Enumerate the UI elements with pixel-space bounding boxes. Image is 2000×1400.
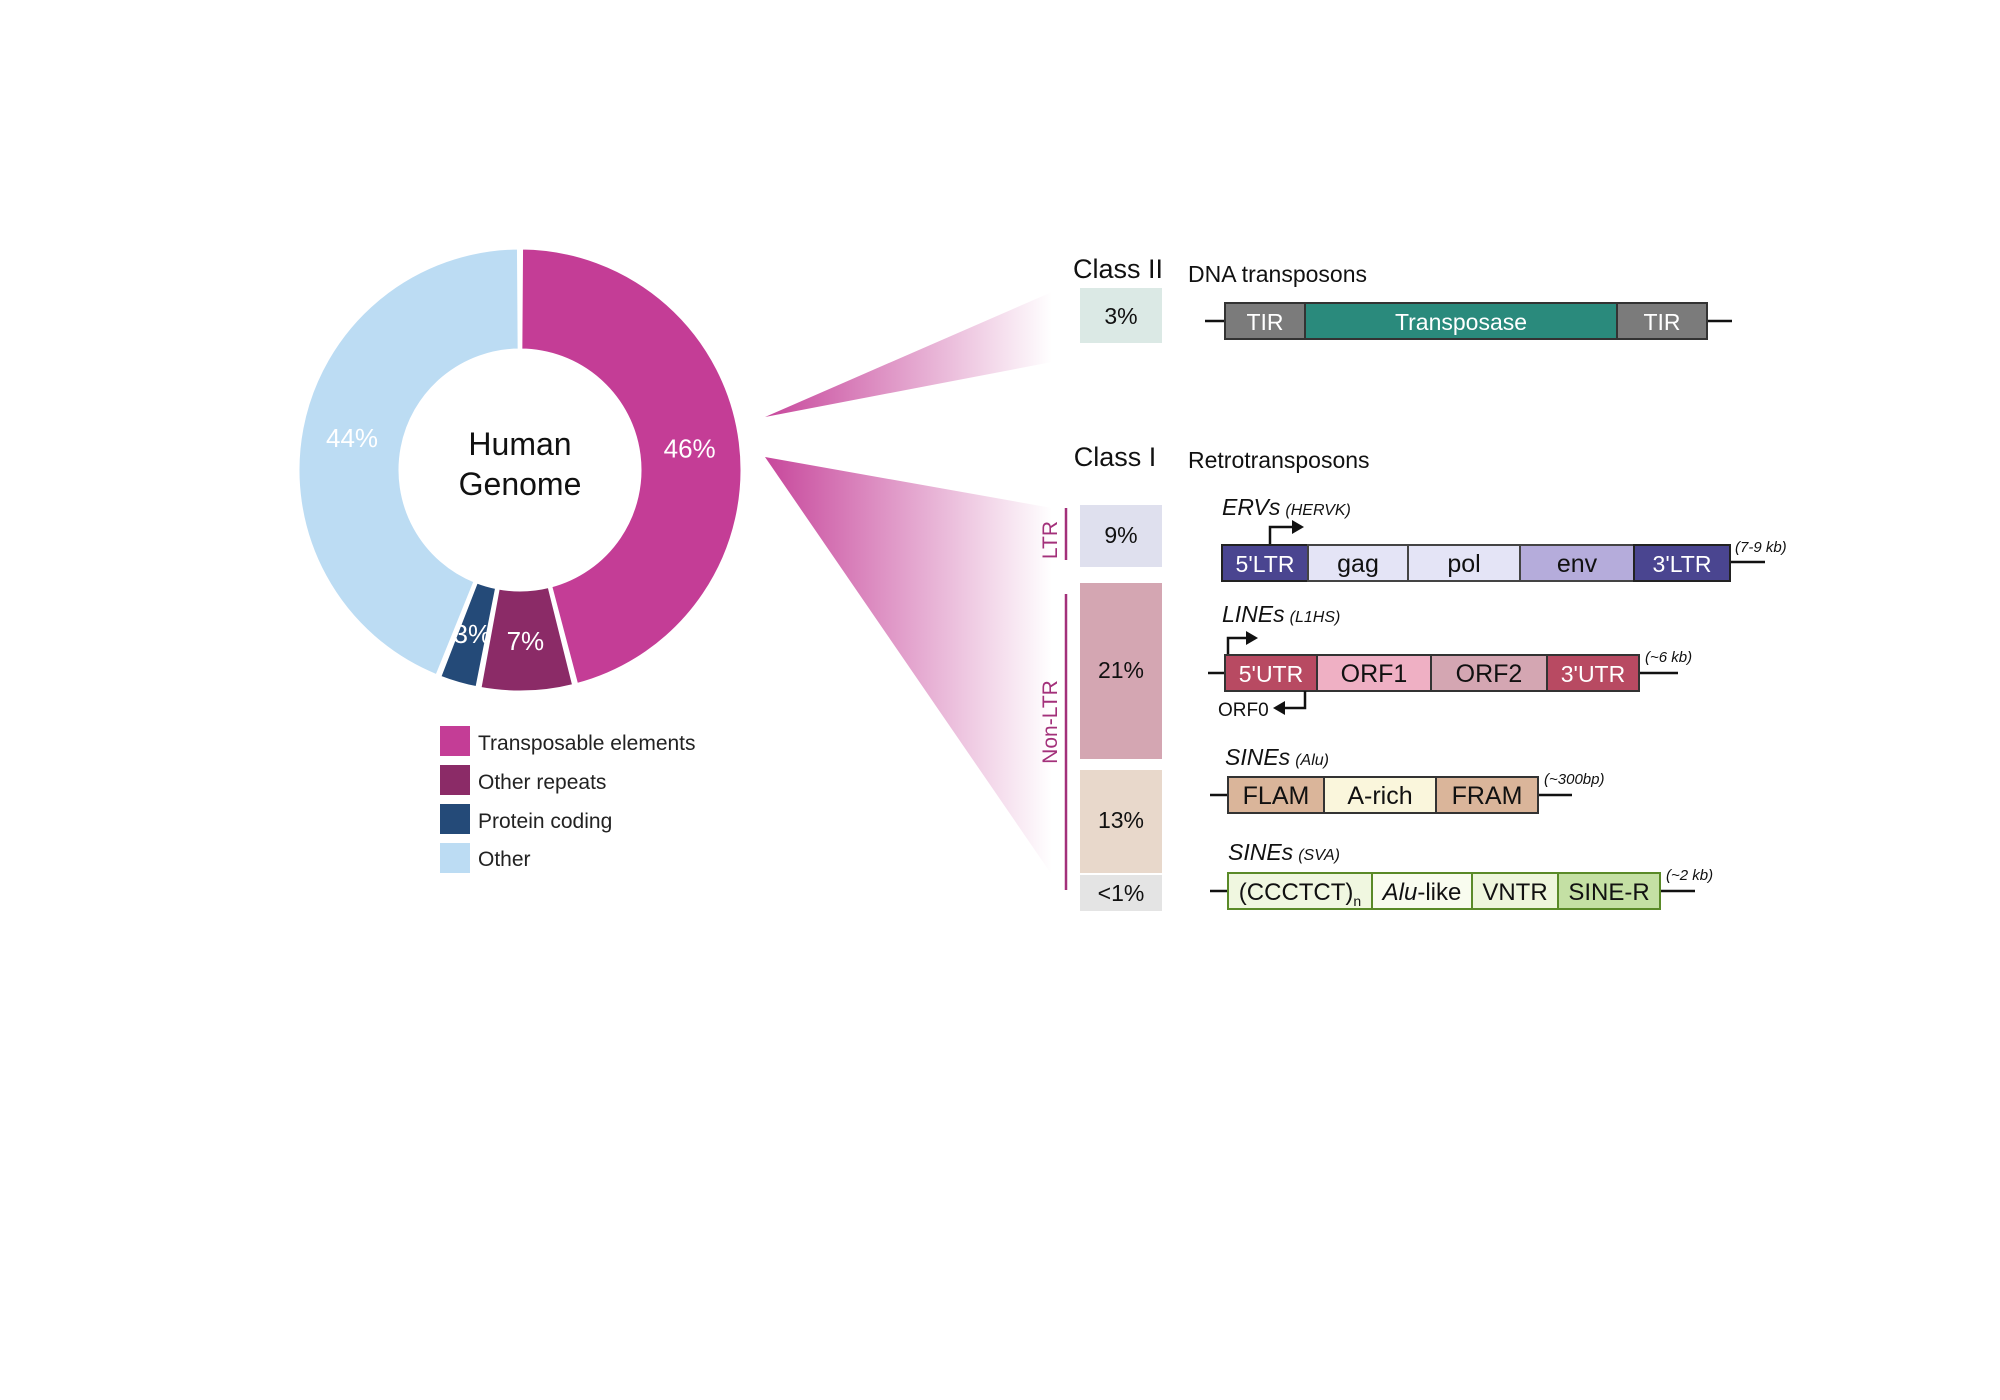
segment-gag-label: gag	[1337, 550, 1379, 578]
segment-sine-r	[1557, 872, 1661, 910]
class2-title: Class II	[1073, 254, 1163, 284]
sine-size: (~300bp)	[1544, 771, 1604, 788]
legend-label-protein-coding: Protein coding	[478, 810, 612, 833]
segment-flam-label: FLAM	[1243, 782, 1310, 810]
sine-percent: 13%	[1098, 807, 1144, 833]
orf0-arrow-icon	[1285, 691, 1307, 710]
sine-alu-structure: SINEs(Alu) FLAM A-rich FRAM (~300bp)	[1210, 744, 1604, 814]
segment-env	[1519, 544, 1635, 582]
line-percent: 21%	[1098, 657, 1144, 683]
erv-heading: ERVs(HERVK)	[1222, 494, 1351, 520]
orf0-label: ORF0	[1218, 700, 1269, 721]
class2-percent: 3%	[1104, 303, 1137, 329]
segment-transposase-label: Transposase	[1395, 309, 1527, 335]
donut-slice-te	[519, 246, 744, 687]
segment-orf2-label: ORF2	[1456, 660, 1523, 688]
segment-gag	[1307, 544, 1409, 582]
fan-class1	[765, 457, 1052, 875]
segment-3utr-label: 3'UTR	[1561, 661, 1625, 687]
segment-flam	[1227, 776, 1325, 814]
sva-percent: <1%	[1098, 880, 1145, 906]
donut-label-other-repeats: 7%	[507, 626, 545, 656]
line-heading: LINEs(L1HS)	[1222, 601, 1340, 627]
segment-ccctct	[1227, 872, 1373, 910]
dna-transposon-structure: TIR Transposase TIR	[1205, 302, 1732, 340]
class2-subtitle: DNA transposons	[1188, 261, 1367, 287]
donut-label-other: 44%	[326, 423, 378, 453]
segment-ccctct-label: (CCCTCT)n	[1239, 879, 1361, 909]
legend-label-other-repeats: Other repeats	[478, 771, 606, 794]
segment-5ltr-label: 5'LTR	[1236, 551, 1295, 577]
segment-3ltr	[1633, 544, 1731, 582]
bracket-ltr-label: LTR	[1039, 521, 1062, 559]
segment-vntr	[1471, 872, 1559, 910]
segment-sine-r-label: SINE-R	[1568, 879, 1649, 906]
class1-subtitle: Retrotransposons	[1188, 447, 1370, 473]
segment-alu-like-label: Alu-like	[1381, 879, 1462, 906]
ltr-percent-box	[1080, 505, 1162, 567]
sva-size: (~2 kb)	[1666, 867, 1713, 884]
line-percent-box	[1080, 583, 1162, 759]
donut-slice-protein-coding	[437, 579, 499, 690]
donut-label-protein-coding: 3%	[454, 619, 492, 649]
legend-swatch-other	[440, 843, 470, 873]
legend: Transposable elements Other repeats Prot…	[440, 726, 696, 873]
donut-slice-other	[296, 246, 521, 678]
sva-heading: SINEs(SVA)	[1228, 839, 1340, 865]
segment-orf1-label: ORF1	[1341, 660, 1408, 688]
donut-center-line2: Genome	[459, 466, 582, 502]
sine-sva-structure: SINEs(SVA) (CCCTCT)n Alu-like VNTR SINE-…	[1210, 839, 1713, 910]
line-structure: LINEs(L1HS) 5'UTR ORF1 ORF2 3'UTR (~6 kb…	[1208, 601, 1692, 721]
segment-5utr	[1224, 654, 1318, 692]
segment-tir-right-label: TIR	[1643, 309, 1680, 335]
sine-percent-box	[1080, 770, 1162, 873]
class2-percent-box	[1080, 288, 1162, 343]
segment-fram-label: FRAM	[1452, 782, 1523, 810]
segment-3ltr-label: 3'LTR	[1653, 551, 1712, 577]
donut-label-te: 46%	[664, 434, 716, 464]
segment-pol-label: pol	[1447, 550, 1480, 578]
donut-slice-other-repeats	[478, 584, 576, 694]
line-promoter-arrow-icon	[1226, 636, 1246, 655]
segment-tir-right	[1616, 302, 1708, 340]
legend-label-other: Other	[478, 848, 531, 871]
legend-swatch-protein-coding	[440, 804, 470, 834]
genome-donut-chart: 46% 7% 3% 44%	[296, 246, 744, 694]
erv-promoter-arrow-icon	[1268, 525, 1292, 545]
segment-env-label: env	[1557, 550, 1598, 578]
fan-class2	[765, 292, 1052, 417]
legend-swatch-other-repeats	[440, 765, 470, 795]
segment-a-rich	[1323, 776, 1437, 814]
segment-tir-left	[1224, 302, 1306, 340]
sva-percent-box	[1080, 875, 1162, 911]
segment-5utr-label: 5'UTR	[1239, 661, 1303, 687]
donut-center-line1: Human	[468, 426, 571, 462]
class1-title: Class I	[1074, 442, 1157, 472]
ltr-percent: 9%	[1104, 522, 1137, 548]
segment-3utr	[1546, 654, 1640, 692]
sine-heading: SINEs(Alu)	[1225, 744, 1329, 770]
legend-swatch-te	[440, 726, 470, 756]
erv-size: (7-9 kb)	[1735, 539, 1787, 556]
line-size: (~6 kb)	[1645, 649, 1692, 666]
bracket-nonltr-label: Non-LTR	[1039, 680, 1062, 764]
erv-structure: ERVs(HERVK) 5'LTR gag pol env 3'LTR (7-9…	[1221, 494, 1787, 582]
segment-fram	[1435, 776, 1539, 814]
segment-tir-left-label: TIR	[1246, 309, 1283, 335]
segment-a-rich-label: A-rich	[1347, 782, 1412, 810]
segment-alu-like	[1371, 872, 1473, 910]
legend-label-te: Transposable elements	[478, 732, 696, 755]
segment-vntr-label: VNTR	[1482, 879, 1547, 906]
segment-orf1	[1316, 654, 1432, 692]
